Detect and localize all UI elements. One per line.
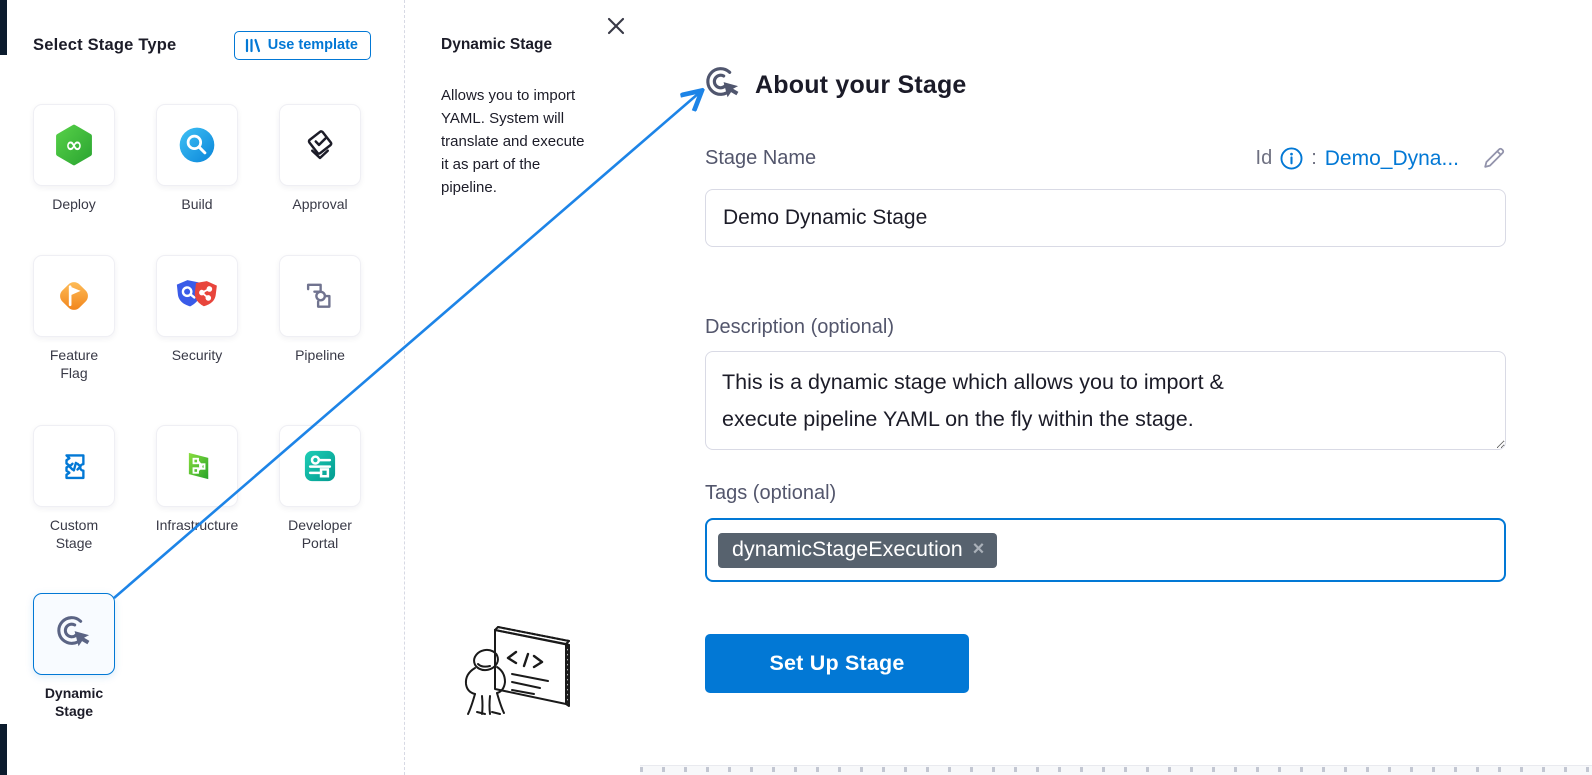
dynamic-stage-icon [57, 616, 90, 647]
stage-card-label: Dynamic Stage [44, 685, 104, 719]
tag-chip-label: dynamicStageExecution [732, 536, 963, 561]
use-template-label: Use template [267, 37, 358, 53]
developer-portal-icon [304, 450, 336, 482]
description-label: Description (optional) [705, 316, 894, 338]
pipeline-icon [306, 283, 331, 308]
description-textarea[interactable]: This is a dynamic stage which allows you… [705, 351, 1506, 450]
stage-card-label: Approval [292, 196, 348, 212]
id-label: Id [1255, 147, 1273, 169]
stage-card-custom-stage[interactable] [33, 425, 115, 507]
infrastructure-icon [188, 452, 209, 480]
info-panel-title: Dynamic Stage [441, 36, 553, 53]
tags-label: Tags (optional) [705, 482, 837, 504]
stage-card-deploy[interactable]: ∞ [33, 104, 115, 186]
info-icon[interactable] [1280, 147, 1303, 170]
person-at-whiteboard-icon [464, 626, 570, 715]
stage-name-input[interactable] [705, 189, 1506, 247]
stage-card-label: Deploy [52, 196, 96, 212]
feature-flag-icon [60, 282, 88, 310]
select-stage-type-panel: Select Stage Type Use template [0, 0, 404, 775]
canvas-grid-ticks [640, 767, 1592, 772]
stage-card-build[interactable] [156, 104, 238, 186]
stage-name-label: Stage Name [705, 147, 817, 169]
stage-card-label: Build [181, 196, 213, 212]
approval-icon [307, 130, 333, 160]
stage-card-label: Developer Portal [288, 517, 352, 551]
svg-text:∞: ∞ [65, 133, 82, 157]
id-value[interactable]: Demo_Dyna... [1324, 146, 1459, 170]
security-icon [176, 280, 217, 307]
custom-stage-icon [65, 454, 85, 480]
stage-card-label: Security [171, 347, 223, 363]
select-stage-type-title: Select Stage Type [33, 36, 177, 54]
edit-id-button[interactable] [1481, 146, 1506, 171]
close-button[interactable] [606, 15, 628, 37]
stage-card-dynamic-stage[interactable] [33, 593, 115, 675]
stage-card-approval[interactable] [279, 104, 361, 186]
whiteboard-illustration [448, 612, 598, 727]
stage-card-developer-portal[interactable] [279, 425, 361, 507]
build-icon [179, 127, 215, 163]
tag-chip: dynamicStageExecution × [718, 532, 998, 568]
pencil-icon [1484, 147, 1505, 168]
use-template-button[interactable]: Use template [233, 31, 371, 60]
stage-card-label: Feature Flag [49, 347, 99, 381]
stage-card-feature-flag[interactable] [33, 255, 115, 337]
stage-card-label: Custom Stage [49, 517, 99, 551]
pipeline-canvas-edge [640, 765, 1592, 775]
stage-card-infrastructure[interactable] [156, 425, 238, 507]
about-your-stage-title: About your Stage [755, 70, 967, 99]
tag-remove-icon[interactable]: × [972, 538, 985, 560]
about-your-stage-panel: About your Stage Stage Name Id : Demo_Dy… [666, 0, 1592, 775]
dynamic-stage-icon [706, 67, 739, 98]
stage-card-label: Pipeline [295, 347, 345, 363]
stage-info-panel: Dynamic Stage Allows you to import YAML.… [406, 0, 666, 775]
id-colon: : [1311, 147, 1317, 169]
info-panel-description: Allows you to import YAML. System will t… [441, 87, 585, 196]
stage-card-pipeline[interactable] [279, 255, 361, 337]
deploy-icon: ∞ [56, 124, 92, 166]
tags-input[interactable]: dynamicStageExecution × [705, 518, 1506, 582]
close-icon [607, 17, 625, 35]
stage-card-security[interactable] [156, 255, 238, 337]
left-nav-remnant-top [0, 0, 7, 55]
set-up-stage-button[interactable]: Set Up Stage [705, 634, 969, 693]
panel-divider [404, 0, 405, 775]
left-nav-remnant-bottom [0, 724, 7, 775]
library-icon [245, 38, 260, 52]
stage-card-label: Infrastructure [155, 517, 239, 533]
